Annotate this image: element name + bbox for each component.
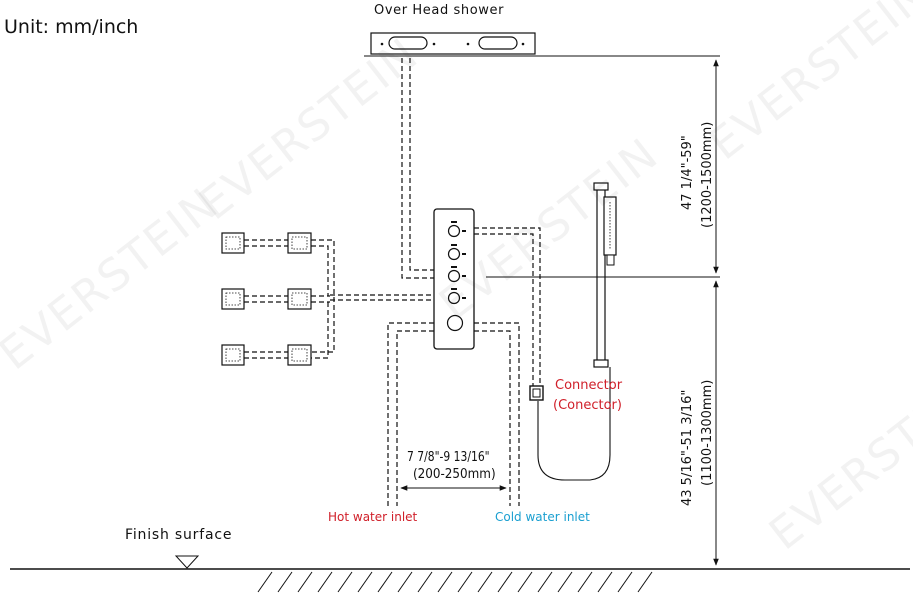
valve-knob-icon (447, 247, 461, 261)
connector-label: Connector (555, 378, 623, 393)
upper-height-dimension-mm: (1200-1500mm) (700, 121, 715, 228)
thermostat-knob-icon (446, 314, 464, 332)
cold-water-inlet-label: Cold water inlet (495, 510, 590, 524)
dimensions (400, 59, 720, 566)
wall-connector-icon (529, 385, 544, 401)
width-dimension-mm: (200-250mm) (413, 467, 496, 482)
upper-height-dimension-inch: 47 1/4"-59" (680, 135, 695, 210)
valve-knob-icon (447, 224, 461, 238)
overhead-shower-label: Over Head shower (374, 3, 505, 18)
piping (244, 58, 541, 506)
valve-knob-icon (447, 291, 461, 305)
shower-hose (537, 367, 611, 481)
connector-alt-label: (Conector) (553, 398, 622, 413)
finish-surface-label: Finish surface (125, 527, 233, 543)
lower-height-dimension-inch: 43 5/16"-51 3/16" (680, 389, 695, 506)
finish-surface-marker-icon (174, 555, 200, 569)
valve-knob-icon (447, 269, 461, 283)
body-jet-icon (221, 344, 245, 366)
width-dimension-inch: 7 7/8"-9 13/16" (407, 450, 490, 465)
lower-height-dimension-mm: (1100-1300mm) (700, 379, 715, 486)
unit-label: Unit: mm/inch (4, 16, 139, 38)
body-jet-icon (287, 344, 312, 366)
body-jet-icon (221, 232, 245, 254)
floor (10, 555, 910, 593)
body-jet-icon (287, 232, 312, 254)
valve-panel (433, 208, 475, 350)
body-jet-icon (221, 288, 245, 310)
hot-water-inlet-label: Hot water inlet (328, 510, 418, 524)
hand-shower-assembly (529, 182, 617, 481)
overhead-shower (364, 32, 720, 57)
floor-hatching (257, 571, 653, 593)
body-jet-icon (287, 288, 312, 310)
body-jets (221, 232, 312, 366)
